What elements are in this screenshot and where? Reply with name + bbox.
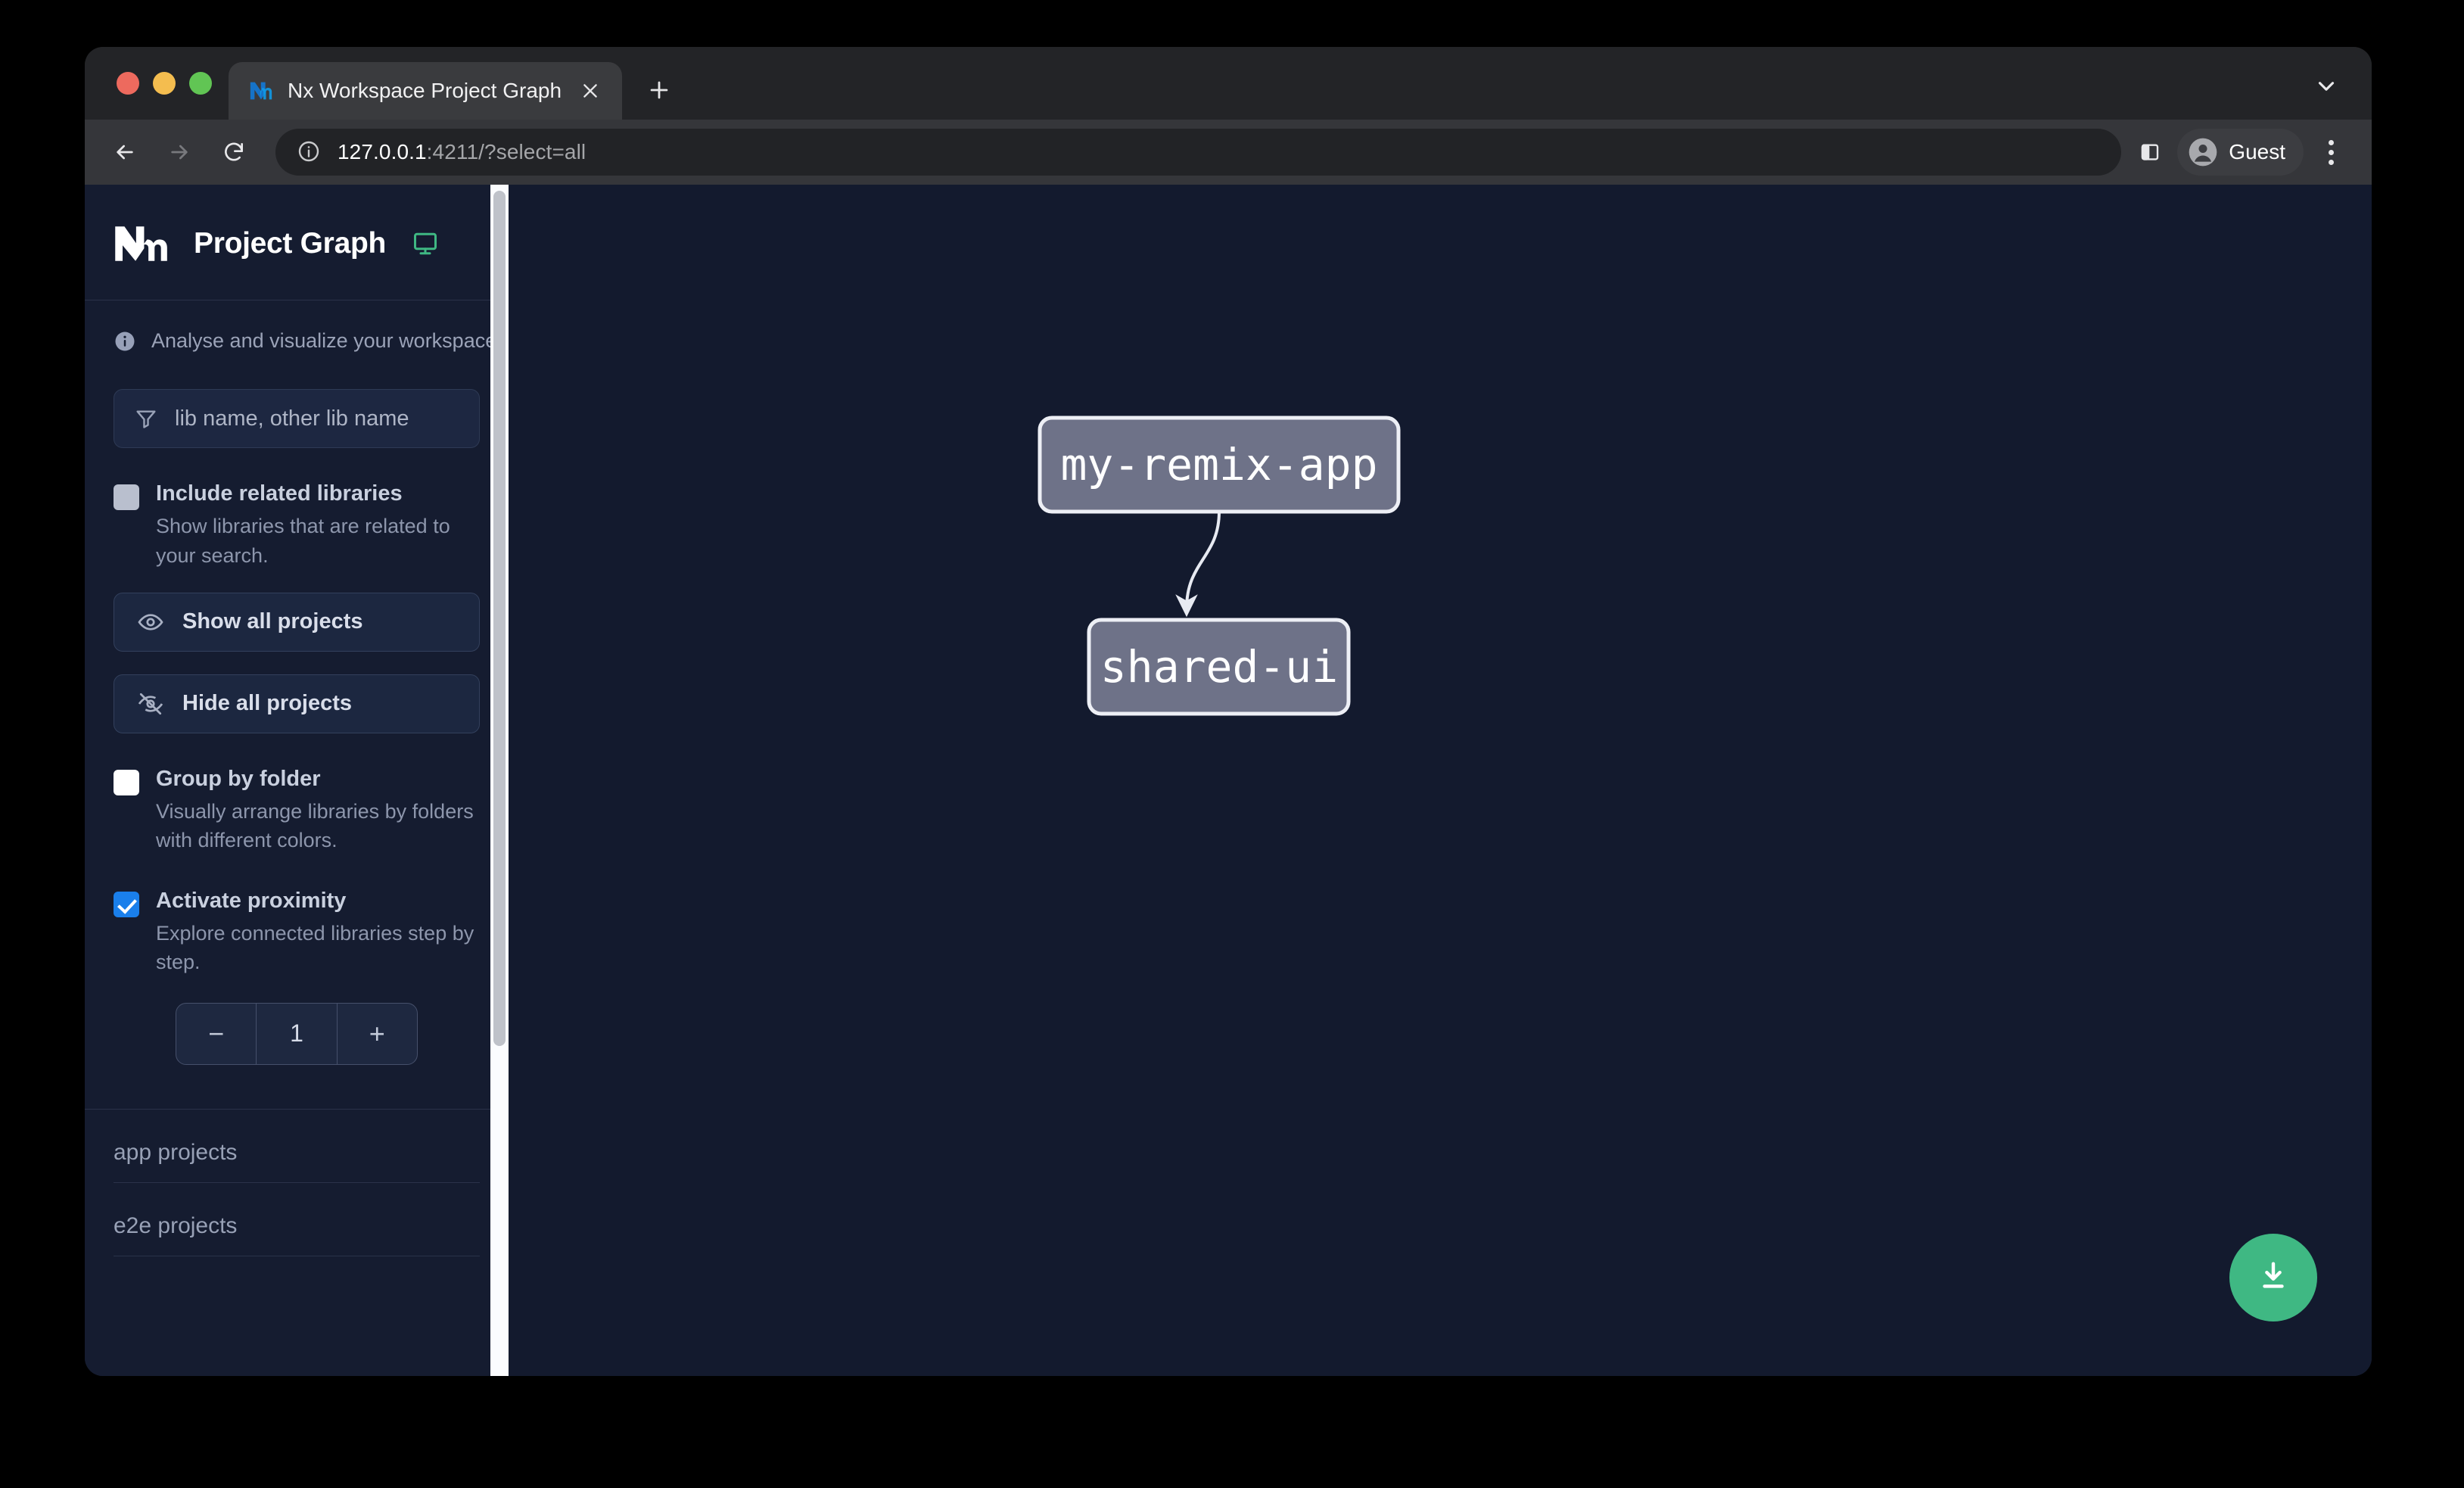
project-sections: app projects e2e projects [85, 1108, 509, 1256]
button-label: Hide all projects [182, 691, 353, 716]
window-traffic-lights [103, 47, 229, 120]
stepper-increment-button[interactable]: + [369, 1017, 385, 1049]
workspace-info: Analyse and visualize your workspace. [85, 300, 509, 353]
new-tab-button[interactable] [636, 67, 683, 114]
show-all-projects-button[interactable]: Show all projects [114, 592, 480, 652]
stepper-value: 1 [256, 1003, 338, 1064]
eye-slash-icon [137, 690, 164, 718]
split-panel-icon[interactable] [2129, 131, 2171, 173]
option-label: Activate proximity [156, 888, 347, 913]
divider [85, 1108, 509, 1110]
option-include-related-libraries[interactable]: Include related libraries Show libraries… [114, 480, 480, 570]
option-label: Group by folder [156, 766, 321, 791]
graph-node-shared-ui[interactable]: shared-ui [1087, 618, 1351, 716]
sidebar-scrollbar[interactable] [490, 185, 509, 1376]
filter-funnel-icon [134, 406, 158, 431]
eye-icon [137, 609, 164, 636]
section-e2e-projects[interactable]: e2e projects [114, 1183, 480, 1256]
graph-node-my-remix-app[interactable]: my-remix-app [1038, 416, 1401, 514]
download-icon [2256, 1259, 2291, 1297]
monitor-icon[interactable] [412, 230, 439, 257]
profile-name: Guest [2229, 140, 2285, 163]
option-activate-proximity[interactable]: Activate proximity Explore connected lib… [114, 887, 480, 977]
info-circle-icon [114, 330, 136, 353]
sidebar-scrollbar-thumb[interactable] [493, 191, 506, 1046]
minimize-window-button[interactable] [153, 72, 176, 95]
toolbar-right-group: Guest [2129, 129, 2352, 176]
project-graph-canvas[interactable]: my-remix-app shared-ui [509, 185, 2372, 1376]
chevron-down-icon[interactable] [2307, 67, 2346, 106]
nx-logo-icon [114, 224, 171, 263]
activate-proximity-checkbox[interactable] [114, 891, 139, 917]
stepper-decrement-button[interactable]: − [208, 1017, 225, 1049]
graph-edge [1175, 511, 1221, 618]
browser-toolbar: 127.0.0.1:4211/?select=all Guest [85, 120, 2372, 185]
arrow-right-icon[interactable] [156, 129, 203, 176]
include-related-libraries-checkbox[interactable] [114, 484, 139, 510]
address-bar[interactable]: 127.0.0.1:4211/?select=all [275, 129, 2122, 176]
arrow-left-icon[interactable] [101, 129, 148, 176]
url-host: 127.0.0.1 [338, 140, 427, 163]
tab-strip: Nx Workspace Project Graph [85, 47, 2372, 120]
option-label: Include related libraries [156, 481, 403, 506]
sidebar: Project Graph Analyse an [85, 185, 509, 1376]
maximize-window-button[interactable] [189, 72, 212, 95]
close-icon[interactable] [575, 76, 605, 106]
url-text: 127.0.0.1:4211/?select=all [338, 140, 586, 164]
account-circle-icon [2188, 137, 2218, 167]
option-description: Visually arrange libraries by folders wi… [156, 800, 474, 852]
close-window-button[interactable] [117, 72, 139, 95]
option-description: Explore connected libraries step by step… [156, 922, 474, 974]
browser-window: Nx Workspace Project Graph [85, 47, 2372, 1376]
project-graph-svg: my-remix-app shared-ui [1038, 416, 1401, 716]
browser-tab[interactable]: Nx Workspace Project Graph [229, 62, 623, 120]
info-circle-icon[interactable] [297, 139, 322, 165]
kebab-menu-icon[interactable] [2310, 129, 2352, 176]
sidebar-header: Project Graph [85, 185, 509, 300]
workspace-info-text: Analyse and visualize your workspace. [151, 329, 502, 352]
sidebar-controls: Include related libraries Show libraries… [85, 353, 509, 1065]
reload-icon[interactable] [210, 129, 257, 176]
search-field-wrapper[interactable] [114, 389, 480, 448]
download-graph-button[interactable] [2229, 1234, 2317, 1321]
group-by-folder-checkbox[interactable] [114, 769, 139, 795]
profile-button[interactable]: Guest [2177, 129, 2304, 176]
graph-node-label: shared-ui [1100, 641, 1338, 693]
search-input[interactable] [175, 406, 459, 431]
option-description: Show libraries that are related to your … [156, 515, 450, 567]
section-app-projects[interactable]: app projects [114, 1110, 480, 1183]
option-group-by-folder[interactable]: Group by folder Visually arrange librari… [114, 765, 480, 855]
page-content: Project Graph Analyse an [85, 185, 2372, 1376]
graph-node-label: my-remix-app [1060, 439, 1377, 490]
nx-logo-icon [248, 78, 274, 104]
tab-title: Nx Workspace Project Graph [288, 79, 562, 102]
url-path: :4211/?select=all [426, 140, 586, 163]
page-title: Project Graph [194, 227, 386, 260]
button-label: Show all projects [182, 609, 363, 634]
proximity-stepper: − 1 + [176, 1002, 418, 1065]
hide-all-projects-button[interactable]: Hide all projects [114, 674, 480, 733]
